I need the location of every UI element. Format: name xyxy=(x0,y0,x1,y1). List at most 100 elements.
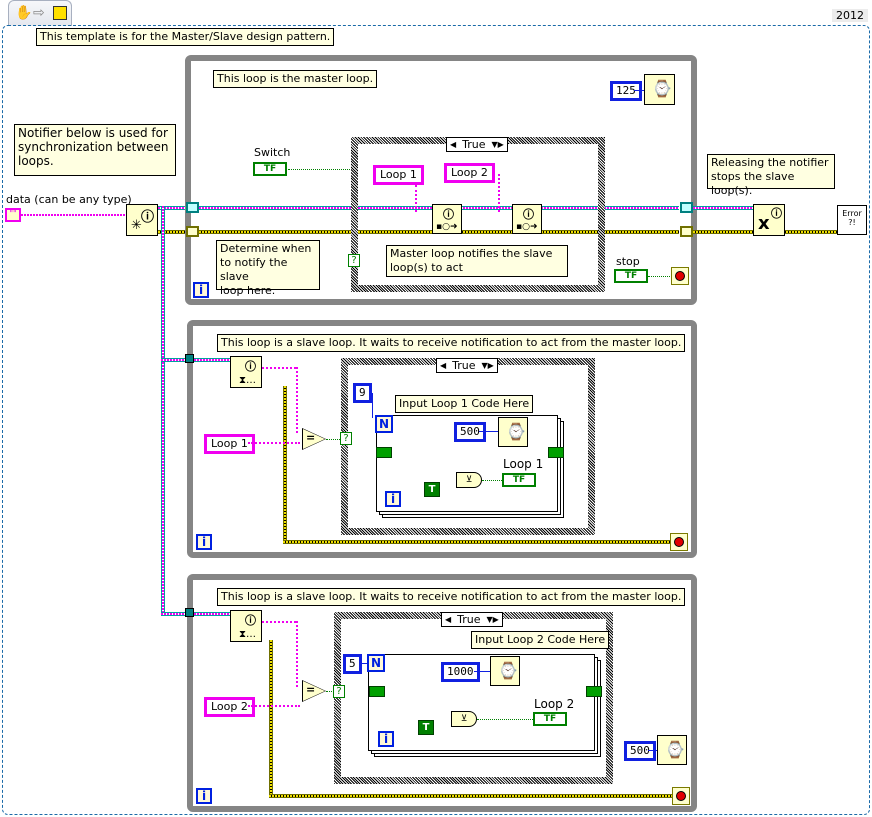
send-notification-2[interactable]: ⓘ ▪○➜ xyxy=(512,204,542,234)
slave2-outer-wait-const[interactable]: 500 xyxy=(624,741,656,761)
slave1-case-selector[interactable]: ◀ True ▼▶ xyxy=(436,358,498,373)
slave2-stop-terminal xyxy=(672,787,690,805)
notifier-refnum-wire xyxy=(158,206,192,210)
switch-wire xyxy=(288,169,354,170)
simple-error-handler[interactable]: Error ?! xyxy=(837,205,867,235)
slave1-wait-function[interactable]: ⌚ xyxy=(498,417,528,447)
master-notifies-comment: Master loop notifies the slave loop(s) t… xyxy=(386,245,568,277)
create-icon: ✳ xyxy=(131,218,142,233)
slave-loop-2[interactable] xyxy=(187,574,697,812)
master-string-loop1[interactable]: Loop 1 xyxy=(373,165,424,185)
stop-wire xyxy=(648,276,672,277)
releasing-comment: Releasing the notifier stops the slave l… xyxy=(707,154,835,197)
slave2-iteration-terminal: i xyxy=(196,788,212,804)
bool-wire xyxy=(477,719,533,720)
loop1-indicator-label: Loop 1 xyxy=(503,457,544,471)
prev-case-icon[interactable]: ◀ xyxy=(440,361,447,370)
refnum-input-tunnel xyxy=(186,202,199,213)
slave1-case-selector-terminal: ? xyxy=(340,432,352,445)
input-loop-2-comment: Input Loop 2 Code Here xyxy=(471,631,610,649)
string-wire xyxy=(248,442,300,444)
notifier-icon: ⓘ xyxy=(140,210,154,225)
case-value: True xyxy=(457,613,481,626)
toolbar-tab: ✋ ⇨ xyxy=(8,0,72,26)
loop1-indicator: TF xyxy=(502,473,536,487)
slave2-refnum-wire xyxy=(194,612,230,616)
notification-wire xyxy=(262,367,296,369)
watch-icon: ⌚ xyxy=(652,79,672,98)
release-refnum-wire xyxy=(693,206,753,210)
true-constant-1[interactable]: T xyxy=(424,482,440,497)
bool-wire xyxy=(326,691,336,692)
master-case-selector[interactable]: ◀ True ▼▶ xyxy=(446,137,508,152)
switch-label: Switch xyxy=(254,146,291,159)
wait-ms-function[interactable]: ⌚ xyxy=(644,74,675,105)
switch-control[interactable]: TF xyxy=(253,162,287,176)
slave2-error-wire-h xyxy=(269,794,673,798)
input-loop-1-comment: Input Loop 1 Code Here xyxy=(395,395,534,413)
template-comment: This template is for the Master/Slave de… xyxy=(36,28,335,46)
string-wire xyxy=(248,705,300,707)
dropdown-icon[interactable]: ▼▶ xyxy=(486,615,499,624)
wait-on-notification-2[interactable]: ⓘ ⧗… xyxy=(230,610,262,642)
slave1-string-const[interactable]: Loop 1 xyxy=(204,434,255,454)
arrow-right-icon[interactable]: ⇨ xyxy=(33,5,45,21)
wait-wire xyxy=(634,90,644,91)
slave1-count-terminal: N xyxy=(375,415,393,433)
equal-function-2[interactable]: = xyxy=(302,680,326,702)
equal-function-1[interactable]: = xyxy=(302,428,326,450)
stop-label: stop xyxy=(616,255,640,268)
slave-loop-1[interactable] xyxy=(187,320,697,558)
master-loop-comment: This loop is the master loop. xyxy=(213,70,378,88)
prev-case-icon[interactable]: ◀ xyxy=(445,615,452,624)
prev-case-icon[interactable]: ◀ xyxy=(450,140,457,149)
hourglass-icon: ⧗… xyxy=(239,629,257,640)
hand-icon[interactable]: ✋ xyxy=(15,5,33,21)
xor-function-2[interactable]: ⊻ xyxy=(451,711,477,727)
slave1-loop-count[interactable]: 9 xyxy=(353,383,372,403)
slave2-wait-function[interactable]: ⌚ xyxy=(490,656,520,686)
slave2-loop-count[interactable]: 5 xyxy=(343,654,362,674)
slave1-refnum-wire xyxy=(194,358,230,362)
slave2-string-const[interactable]: Loop 2 xyxy=(204,697,255,717)
shift-register-right xyxy=(548,447,564,458)
slave2-outer-wait-function[interactable]: ⌚ xyxy=(657,735,687,765)
string-wire xyxy=(498,174,500,212)
slave1-wait-const[interactable]: 500 xyxy=(454,422,486,442)
bool-wire xyxy=(326,439,342,440)
notification-wire xyxy=(296,621,298,687)
master-stop-terminal xyxy=(671,267,689,285)
slave2-wait-const[interactable]: 1000 xyxy=(441,662,480,682)
data-control[interactable]: "" xyxy=(5,208,21,222)
shift-register-left xyxy=(376,447,392,458)
dropdown-icon[interactable]: ▼▶ xyxy=(481,361,494,370)
dropdown-icon[interactable]: ▼▶ xyxy=(491,140,504,149)
slave2-count-terminal: N xyxy=(367,654,385,672)
notifier-icon: ⓘ xyxy=(245,614,256,627)
send-icon: ▪○➜ xyxy=(436,222,458,232)
stop-control[interactable]: TF xyxy=(614,269,648,283)
true-constant-2[interactable]: T xyxy=(418,720,434,735)
notifier-icon: ⓘ xyxy=(523,208,534,221)
slave2-case-selector[interactable]: ◀ True ▼▶ xyxy=(441,612,503,627)
notifier-refnum-wire-slave1 xyxy=(161,358,191,362)
slave2-for-loop[interactable] xyxy=(368,654,595,751)
slave2-refnum-tunnel xyxy=(185,608,194,617)
slave1-iteration-terminal: i xyxy=(196,534,212,550)
obtain-notifier-function[interactable]: ⓘ ✳ xyxy=(126,204,158,236)
close-icon: x xyxy=(758,213,770,234)
notifier-icon: ⓘ xyxy=(443,208,454,221)
xor-function-1[interactable]: ⊻ xyxy=(456,472,482,488)
notification-wire xyxy=(262,621,296,623)
slave2-case-selector-terminal: ? xyxy=(333,685,345,698)
send-notification-1[interactable]: ⓘ ▪○➜ xyxy=(432,204,462,234)
master-while-loop[interactable] xyxy=(185,55,697,305)
watch-icon: ⌚ xyxy=(498,661,518,680)
master-wait-constant[interactable]: 125 xyxy=(610,81,642,101)
vi-icon[interactable] xyxy=(53,6,67,20)
hourglass-icon: ⧗… xyxy=(239,375,257,386)
case-selector-terminal: ? xyxy=(348,254,360,267)
release-notifier-function[interactable]: ⓘ x xyxy=(753,204,785,236)
wait-on-notification-1[interactable]: ⓘ ⧗… xyxy=(230,356,262,388)
master-string-loop2[interactable]: Loop 2 xyxy=(444,163,495,183)
